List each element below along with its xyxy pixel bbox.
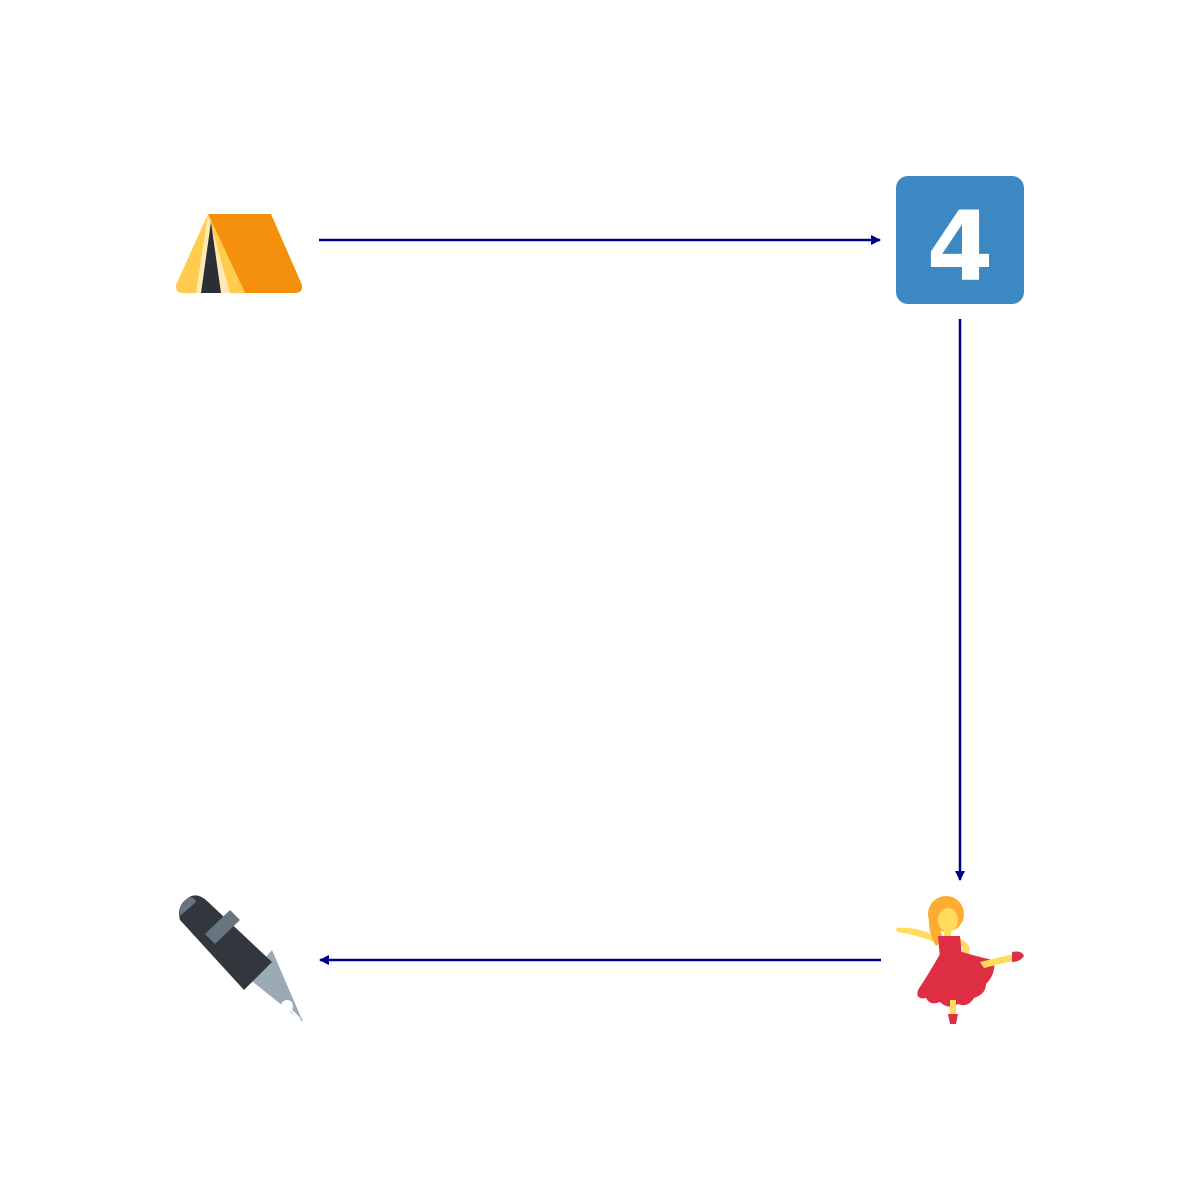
tent-icon <box>175 214 303 293</box>
keycap-digit-four-icon: 4 <box>896 176 1024 304</box>
node-tent <box>175 214 303 293</box>
node-dancer <box>896 896 1024 1024</box>
keycap-background <box>896 176 1024 304</box>
node-fountain-pen <box>179 895 303 1022</box>
woman-dancing-icon <box>896 896 1024 1024</box>
keycap-label: 4 <box>927 191 994 303</box>
edges <box>319 235 965 965</box>
node-keycap-four: 4 <box>896 176 1024 304</box>
fountain-pen-icon <box>179 895 303 1022</box>
